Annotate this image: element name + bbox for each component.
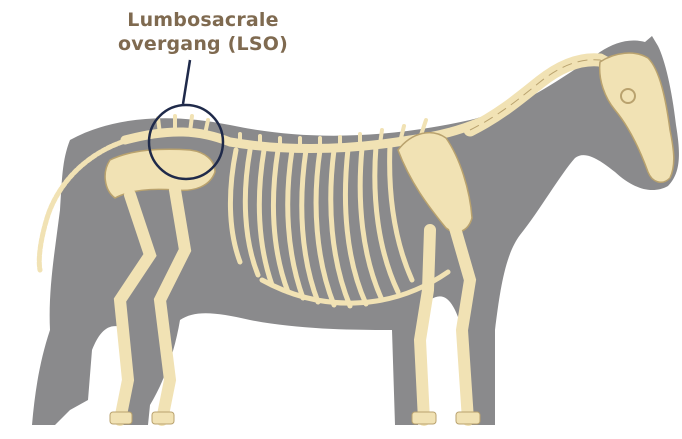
lso-label-line2: overgang (LSO) [108,32,298,56]
fore-hooves [412,412,480,424]
lso-label-line1: Lumbosacrale [108,8,298,32]
lso-annotation-label: Lumbosacrale overgang (LSO) [108,8,298,56]
pointer-line [183,60,190,104]
